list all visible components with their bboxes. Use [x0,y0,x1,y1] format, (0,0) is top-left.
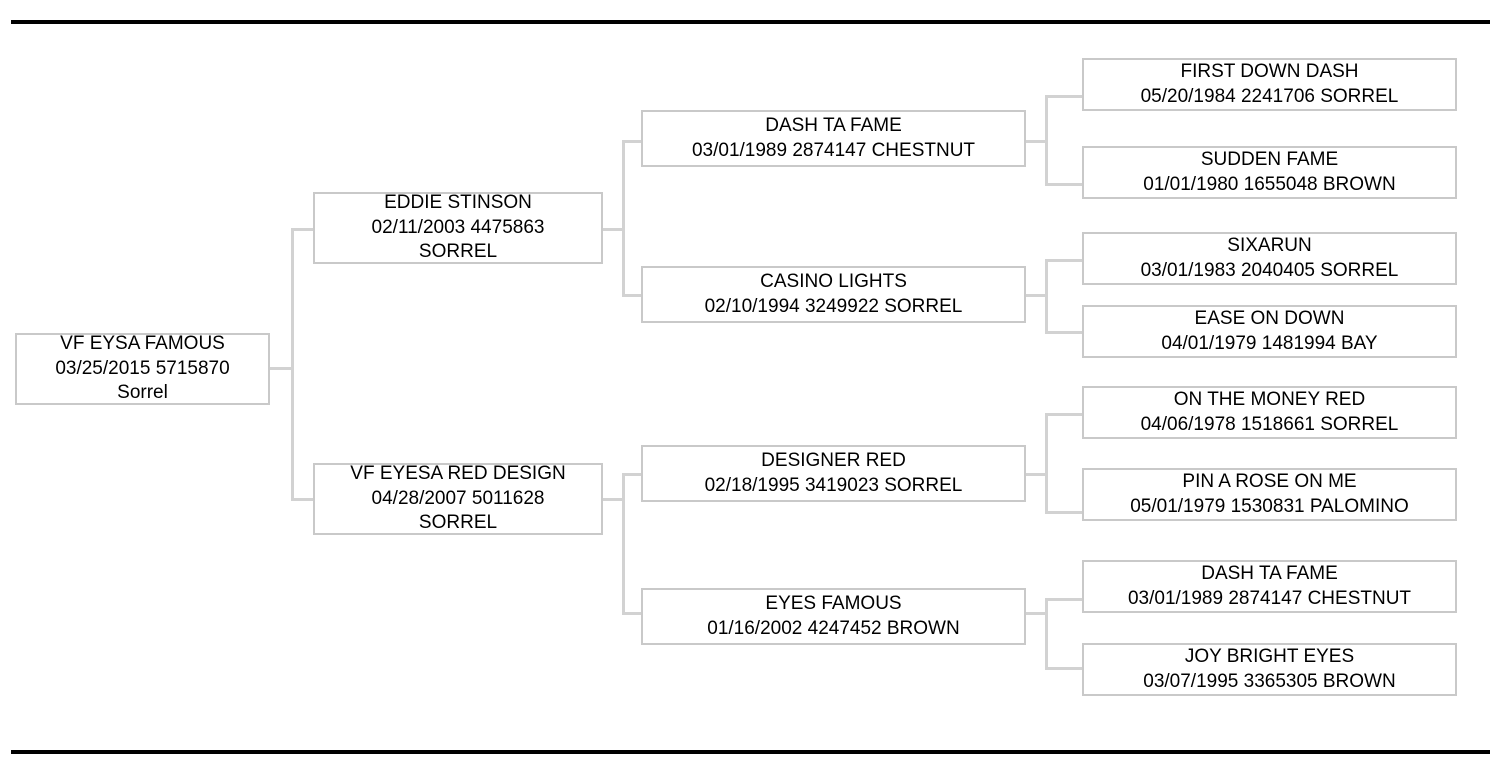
connector-to-dd-sire [1045,598,1083,601]
connector-root-trunk-down [291,367,294,501]
connector-root-trunk-up [291,228,294,368]
pedigree-node-ss-dam[interactable]: SUDDEN FAME 01/01/1980 1655048 BROWN [1082,146,1457,199]
node-name: CASINO LIGHTS [760,270,907,292]
node-details-line: 01/16/2002 4247452 BROWN [707,617,960,639]
node-name: EDDIE STINSON [384,191,532,213]
connector-sire-stub [603,228,625,231]
node-details-line: 04/06/1978 1518661 SORREL [1140,413,1399,435]
node-name: SUDDEN FAME [1200,148,1339,170]
connector-dd-trunk-up [1045,598,1048,613]
connector-ds-stub [1026,473,1048,476]
pedigree-node-dam-sire[interactable]: DESIGNER RED 02/18/1995 3419023 SORREL [641,445,1026,502]
node-color-line: Sorrel [117,382,168,404]
pedigree-node-sire[interactable]: EDDIE STINSON 02/11/2003 4475863 SORREL [313,192,603,264]
node-name: EYES FAMOUS [765,592,902,614]
bottom-divider-rule [11,750,1490,754]
node-details-line: 02/11/2003 4475863 [371,216,545,238]
pedigree-node-sire-dam[interactable]: CASINO LIGHTS 02/10/1994 3249922 SORREL [641,266,1026,323]
node-name: VF EYSA FAMOUS [60,332,225,354]
top-divider-rule [11,20,1490,24]
connector-ss-trunk-down [1045,140,1048,186]
connector-dam-trunk-down [622,498,625,615]
pedigree-node-dd-dam[interactable]: JOY BRIGHT EYES 03/07/1995 3365305 BROWN [1082,643,1457,696]
node-name: DASH TA FAME [1201,562,1338,584]
pedigree-node-ds-sire[interactable]: ON THE MONEY RED 04/06/1978 1518661 SORR… [1082,386,1457,439]
node-details-line: 03/25/2015 5715870 [55,357,230,379]
connector-to-dam-sire [622,473,644,476]
node-name: SIXARUN [1227,234,1312,256]
connector-to-sd-dam [1045,331,1083,334]
node-color-line: SORREL [418,512,498,534]
connector-sd-stub [1026,294,1048,297]
node-details-line: 03/07/1995 3365305 BROWN [1143,670,1396,692]
connector-ss-trunk-up [1045,95,1048,141]
node-details-line: 04/28/2007 5011628 [371,487,545,509]
connector-ss-stub [1026,140,1048,143]
node-name: PIN A ROSE ON ME [1182,470,1357,492]
connector-to-ss-sire [1045,95,1083,98]
connector-to-dd-dam [1045,667,1083,670]
node-name: VF EYESA RED DESIGN [350,462,566,484]
connector-dam-stub [603,498,625,501]
connector-sd-trunk-down [1045,294,1048,334]
connector-sd-trunk-up [1045,259,1048,295]
pedigree-node-ss-sire[interactable]: FIRST DOWN DASH 05/20/1984 2241706 SORRE… [1082,58,1457,111]
pedigree-node-sd-sire[interactable]: SIXARUN 03/01/1983 2040405 SORREL [1082,232,1457,285]
connector-to-dam [291,498,315,501]
node-details-line: 02/10/1994 3249922 SORREL [704,295,963,317]
connector-ds-trunk-up [1045,413,1048,474]
node-details-line: 05/01/1979 1530831 PALOMINO [1130,495,1409,517]
node-name: JOY BRIGHT EYES [1184,645,1355,667]
node-color-line: SORREL [418,241,498,263]
connector-root-stub [270,367,294,370]
node-name: ON THE MONEY RED [1173,388,1366,410]
node-details-line: 03/01/1989 2874147 CHESTNUT [691,139,976,161]
pedigree-node-dam-dam[interactable]: EYES FAMOUS 01/16/2002 4247452 BROWN [641,588,1026,645]
node-details-line: 03/01/1983 2040405 SORREL [1140,259,1399,281]
connector-to-sire [291,228,315,231]
connector-to-sire-dam [622,294,644,297]
connector-to-ss-dam [1045,183,1083,186]
connector-to-dam-dam [622,612,644,615]
connector-sire-trunk-up [622,140,625,229]
node-details-line: 05/20/1984 2241706 SORREL [1140,85,1399,107]
pedigree-node-sd-dam[interactable]: EASE ON DOWN 04/01/1979 1481994 BAY [1082,305,1457,358]
connector-sire-trunk-down [622,228,625,297]
connector-dd-trunk-down [1045,612,1048,670]
connector-ds-trunk-down [1045,473,1048,514]
node-name: FIRST DOWN DASH [1180,60,1359,82]
connector-dam-trunk-up [622,473,625,499]
connector-to-ds-dam [1045,511,1083,514]
node-name: DESIGNER RED [761,449,906,471]
pedigree-node-dd-sire[interactable]: DASH TA FAME 03/01/1989 2874147 CHESTNUT [1082,560,1457,613]
node-name: EASE ON DOWN [1194,307,1345,329]
node-details-line: 02/18/1995 3419023 SORREL [704,474,963,496]
node-name: DASH TA FAME [765,114,902,136]
pedigree-node-root[interactable]: VF EYSA FAMOUS 03/25/2015 5715870 Sorrel [15,333,270,405]
node-details-line: 01/01/1980 1655048 BROWN [1143,173,1396,195]
connector-to-sire-sire [622,140,644,143]
connector-to-ds-sire [1045,413,1083,416]
pedigree-node-dam[interactable]: VF EYESA RED DESIGN 04/28/2007 5011628 S… [313,463,603,535]
connector-dd-stub [1026,612,1048,615]
node-details-line: 03/01/1989 2874147 CHESTNUT [1127,587,1412,609]
pedigree-node-sire-sire[interactable]: DASH TA FAME 03/01/1989 2874147 CHESTNUT [641,110,1026,167]
connector-to-sd-sire [1045,259,1083,262]
pedigree-node-ds-dam[interactable]: PIN A ROSE ON ME 05/01/1979 1530831 PALO… [1082,468,1457,521]
node-details-line: 04/01/1979 1481994 BAY [1161,332,1378,354]
